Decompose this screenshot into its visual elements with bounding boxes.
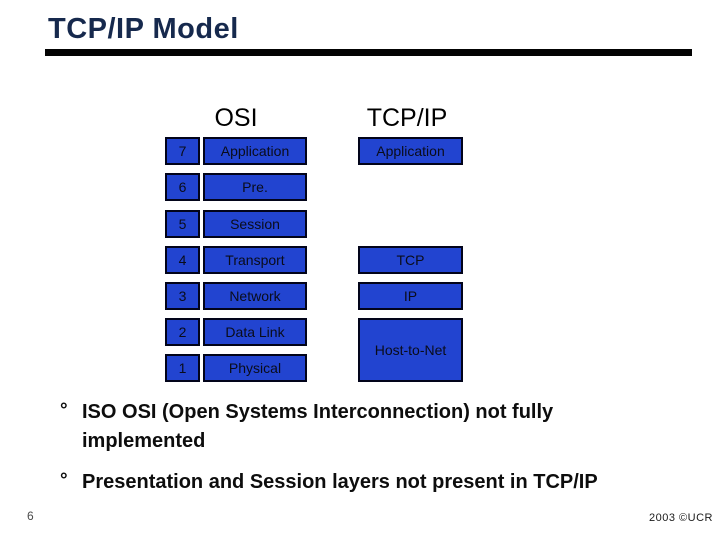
osi-column-header: OSI [214,104,258,132]
tcpip-layer-box: TCP [358,246,463,274]
osi-layer-number: 3 [165,282,200,310]
bullet-text: ISO OSI (Open Systems Interconnection) n… [82,401,554,452]
tcpip-layer-box: Host-to-Net [358,318,463,382]
osi-layer-number: 7 [165,137,200,165]
osi-layer-number: 4 [165,246,200,274]
osi-layer-number: 1 [165,354,200,382]
osi-layer-box: Application [203,137,307,165]
osi-layer-box: Pre. [203,173,307,201]
tcpip-column-header: TCP/IP [366,104,448,132]
page-title: TCP/IP Model [48,13,239,45]
slide-number: 6 [27,509,34,523]
bullet-item: ° ISO OSI (Open Systems Interconnection)… [60,398,682,456]
copyright-text: 2003 ©UCR [649,512,713,524]
osi-layer-box: Transport [203,246,307,274]
bullet-text: Presentation and Session layers not pres… [82,471,598,493]
osi-layer-box: Network [203,282,307,310]
bullet-marker: ° [60,470,68,491]
osi-layer-box: Data Link [203,318,307,346]
bullet-item: ° Presentation and Session layers not pr… [60,468,598,497]
title-underline [45,49,692,56]
tcpip-layer-box: IP [358,282,463,310]
osi-layer-box: Session [203,210,307,238]
tcpip-layer-box: Application [358,137,463,165]
bullet-marker: ° [60,400,68,421]
osi-layer-number: 6 [165,173,200,201]
osi-layer-number: 2 [165,318,200,346]
osi-layer-box: Physical [203,354,307,382]
osi-layer-number: 5 [165,210,200,238]
